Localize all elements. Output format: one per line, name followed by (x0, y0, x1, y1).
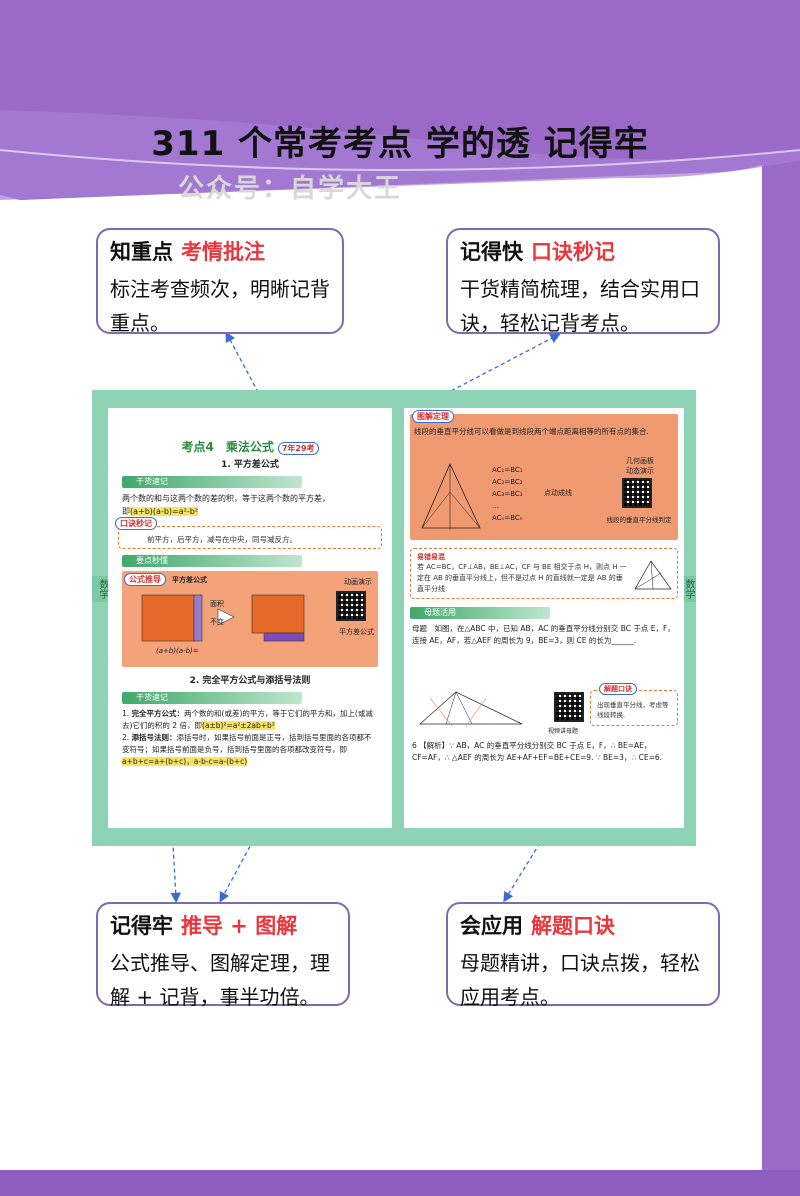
sub-heading-1: 1. 平方差公式 (221, 460, 279, 470)
callout-bottom-right: 会应用解题口诀 母题精讲，口诀点拨，轻松应用考点。 (446, 902, 720, 1009)
jieti-label: 解题口诀 (599, 683, 637, 695)
square-diagrams (141, 594, 305, 642)
callout-line: 解 + 记背，事半功倍。 (110, 985, 320, 1009)
koujue-label: 口诀秒记 (115, 517, 157, 530)
callout-line: 应用考点。 (460, 985, 560, 1009)
qr-code[interactable] (336, 591, 366, 621)
formula-diff-squares: (a+b)(a-b)=a²-b² (130, 507, 199, 516)
callout-key: 会应用 (460, 914, 523, 938)
section-bar-mu: 母题活用 (410, 607, 550, 619)
formula-brackets: a+b+c=a+(b+c)，a-b-c=a-(b+c) (122, 757, 248, 766)
purple-right-border (762, 0, 800, 1196)
panel-formula: (a+b)(a-b)= (156, 647, 199, 655)
yicuo-label: 易错易混 (417, 553, 445, 561)
tujie-text: 线段的垂直平分线可以看做是到线段两个端点距离相等的所有点的集合. (414, 427, 649, 436)
section-bar-gan-2: 干货速记 (122, 692, 302, 704)
side-tab-left: 数学 (92, 576, 110, 602)
callout-top-right: 记得快口诀秒记 干货精简梳理，结合实用口诀，轻松记背考点。 (446, 228, 720, 335)
header-band (0, 0, 800, 200)
mu-text: 母题 如图，在△ABC 中，已知 AB，AC 的垂直平分线分别交 BC 于点 E… (412, 624, 675, 645)
answer-text: 6 【解析】∵ AB，AC 的垂直平分线分别交 BC 于点 E，F，∴ BE=A… (412, 741, 663, 762)
problem-triangle (419, 691, 523, 727)
gongshi-panel: 公式推导 平方差公式 面积 不变 动画演示 平方差公式 (a+b)(a-b)= (122, 571, 378, 667)
right-page: 图解定理 线段的垂直平分线可以看做是到线段两个端点距离相等的所有点的集合. AC… (404, 408, 684, 828)
tujie-panel: 图解定理 线段的垂直平分线可以看做是到线段两个端点距离相等的所有点的集合. AC… (410, 410, 678, 540)
koujue-text: 前平方，后平方，减号在中央，同号减反方。 (147, 535, 297, 544)
sub-heading-2: 2. 完全平方公式与添括号法则 (189, 676, 311, 686)
formula-perfect-square: (a±b)²=a²±2ab+b² (201, 721, 275, 730)
item-2-title: 添括号法则： (131, 733, 177, 742)
yicuo-text: 若 AC=BC，CF⊥AB，BE⊥AC，CF 与 BE 相交于点 H，则点 H … (417, 563, 627, 593)
eq-4: ACₙ=BCₙ (492, 514, 523, 522)
callout-red: 推导 + 图解 (181, 914, 298, 938)
kd-tag: 7年29考 (277, 441, 319, 455)
area-label-2: 不变 (210, 618, 224, 626)
yicuo-box: 易错易混 若 AC=BC，CF⊥AB，BE⊥AC，CF 与 BE 相交于点 H，… (410, 548, 678, 599)
gan-text-2: 即 (122, 507, 130, 516)
demo-sub: 平方差公式 (339, 628, 374, 636)
item-2: 2. 添括号法则：添括号时，如果括号前面是正号，括到括号里面的各项都不变符号；如… (122, 733, 372, 766)
callout-red: 解题口诀 (531, 914, 615, 938)
jieti-text: 出现垂直平分线，考虑等线段转换. (597, 701, 669, 719)
small-triangle (634, 560, 672, 590)
callout-line: 诀，轻松记背考点。 (460, 311, 640, 335)
gongshi-title: 平方差公式 (172, 576, 207, 584)
gongshi-label: 公式推导 (124, 573, 166, 586)
qr-label: 视频讲母题 (548, 728, 579, 735)
tujie-label: 图解定理 (412, 410, 454, 423)
koujue-box: 口诀秒记 前平方，后平方，减号在中央，同号减反方。 (115, 517, 382, 549)
item-1-title: 完全平方公式： (131, 709, 185, 718)
geo-label: 几何画板 (626, 457, 654, 465)
purple-bottom-border (0, 1170, 800, 1196)
callout-red: 口诀秒记 (531, 240, 615, 264)
area-label: 面积 (210, 600, 224, 608)
item-list: 1. 完全平方公式：两个数的和(或差)的平方，等于它们的平方和，加上(或减去)它… (108, 708, 392, 768)
callout-line: 公式推导、图解定理，理 (110, 951, 330, 975)
section-bar-yaodian: 要点秒懂 (122, 555, 302, 567)
eq-dots: … (492, 502, 499, 510)
callout-line: 母题精讲，口诀点拨，轻松 (460, 951, 700, 975)
demo-label: 动画演示 (344, 578, 372, 586)
dots-label: 点动成线 (544, 489, 572, 497)
item-1-text: 两个数的和(或差)的平方，等于它们的平方和，加上(或减去)它们的积的 2 倍，即 (122, 709, 373, 730)
qr-code-geo[interactable] (622, 478, 652, 508)
eq-list: AC₁=BC₁ AC₂=BC₂ AC₃=BC₃ … ACₙ=BCₙ (492, 464, 523, 524)
callout-line: 干货精简梳理，结合实用口 (460, 277, 700, 301)
callout-key: 记得牢 (110, 914, 173, 938)
callout-key: 知重点 (110, 240, 173, 264)
eq-1: AC₁=BC₁ (492, 466, 523, 474)
gan-text: 两个数的和与这两个数的差的积，等于这两个数的平方差， 即(a+b)(a-b)=a… (108, 492, 392, 518)
watermark: 公众号：自学大王 (178, 174, 403, 204)
qr-code-mu[interactable] (554, 692, 584, 722)
kd-title: 考点4 乘法公式 (181, 440, 274, 454)
callout-line: 标注考查频次，明晰记背 (110, 277, 330, 301)
geo-sub: 线段的垂直平分线判定 (606, 516, 672, 524)
eq-2: AC₂=BC₂ (492, 478, 523, 486)
eq-3: AC₃=BC₃ (492, 490, 523, 498)
callout-line: 重点。 (110, 311, 170, 335)
triangle-diagram (421, 463, 481, 530)
callout-red: 考情批注 (181, 240, 265, 264)
jieti-box: 解题口诀 出现垂直平分线，考虑等线段转换. (590, 683, 678, 726)
callout-bottom-left: 记得牢推导 + 图解 公式推导、图解定理，理解 + 记背，事半功倍。 (96, 902, 350, 1009)
item-1: 1. 完全平方公式：两个数的和(或差)的平方，等于它们的平方和，加上(或减去)它… (122, 709, 373, 730)
item-2-text: 添括号时，如果括号前面是正号，括到括号里面的各项都不变符号；如果括号前面是负号，… (122, 733, 372, 754)
callout-top-left: 知重点考情批注 标注考查频次，明晰记背重点。 (96, 228, 344, 335)
callout-key: 记得快 (460, 240, 523, 264)
geo-demo: 动态演示 (626, 467, 654, 475)
gan-text-1: 两个数的和与这两个数的差的积，等于这两个数的平方差， (122, 494, 330, 503)
section-bar-gan: 干货速记 (122, 476, 302, 488)
page-title: 311 个常考考点 学的透 记得牢 (151, 124, 649, 164)
